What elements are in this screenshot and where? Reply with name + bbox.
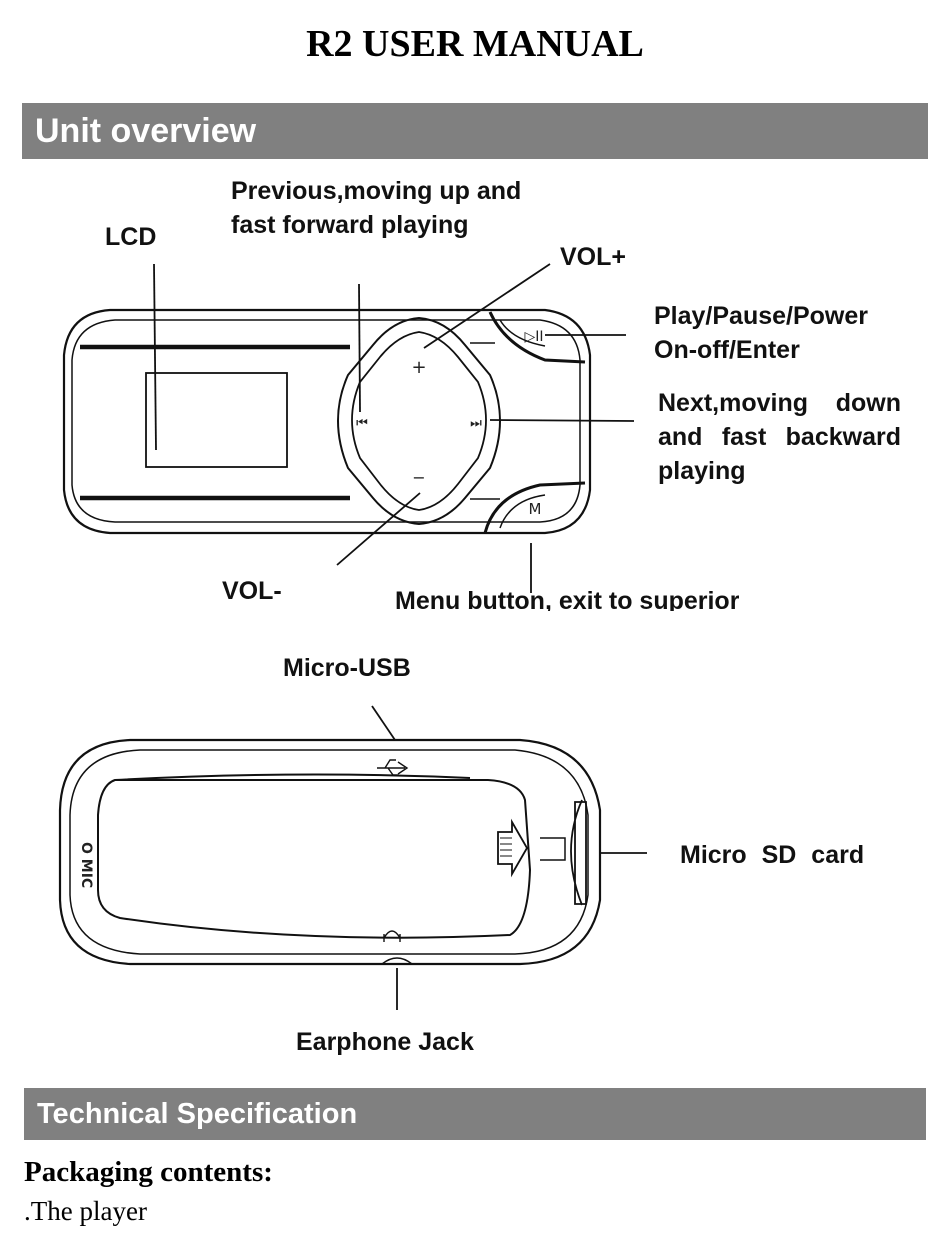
- document-title: R2 USER MANUAL: [306, 23, 644, 65]
- usb-icon: [377, 759, 409, 776]
- vol-plus-callout: [423, 263, 551, 349]
- player-body-outline: [62, 308, 592, 535]
- packaging-item: .The player: [24, 1196, 147, 1226]
- usb-callout: [371, 705, 396, 741]
- bottom-stripe: [80, 495, 350, 501]
- mic-mark: O MIC: [78, 842, 94, 888]
- minus-mark: −: [412, 468, 425, 487]
- next-callout: [489, 419, 635, 422]
- prev-callout: [358, 283, 361, 413]
- back-inner-outline: [69, 749, 589, 955]
- next-icon: ⏭: [470, 416, 482, 431]
- label-micro-sd: Micro SD card: [680, 841, 865, 869]
- label-vol-plus: VOL+: [560, 243, 626, 271]
- vol-minus-callout: [336, 492, 421, 566]
- headphone-icon: [383, 930, 401, 942]
- player-inner-outline: [71, 319, 581, 523]
- packaging-heading: Packaging contents:: [24, 1156, 273, 1188]
- label-earphone-jack: Earphone Jack: [296, 1028, 474, 1056]
- play-pause-icon: ▷II: [524, 329, 543, 345]
- plus-mark: +: [411, 357, 426, 378]
- back-body-outline: [58, 738, 602, 966]
- play-button-outline: [488, 311, 586, 364]
- back-panel: [97, 773, 532, 939]
- label-vol-minus: VOL-: [222, 577, 282, 605]
- section-title: Technical Specification: [37, 1098, 358, 1130]
- label-menu: Menu button, exit to superior: [395, 587, 740, 611]
- label-next: Next,moving down and fast backward playi…: [658, 389, 901, 485]
- menu-button-outline: [483, 481, 586, 534]
- front-view-diagram: + − ⏮ ⏭ ▷II M: [62, 263, 635, 593]
- lcd-callout: [153, 263, 157, 451]
- sd-arrow: [497, 818, 529, 878]
- back-view-diagram: O MIC: [58, 705, 647, 1010]
- label-play-pause: Play/Pause/Power On-off/Enter: [654, 302, 869, 364]
- top-stripe: [80, 344, 350, 350]
- section-header-technical-spec: Technical Specification: [24, 1088, 926, 1140]
- section-title: Unit overview: [35, 112, 257, 150]
- sd-card-icon: [570, 799, 587, 906]
- label-lcd: LCD: [105, 223, 157, 251]
- dpad-outer: [337, 316, 501, 526]
- label-micro-usb: Micro-USB: [283, 654, 411, 682]
- menu-mark: M: [529, 500, 542, 518]
- lcd-screen: [145, 372, 288, 468]
- prev-icon: ⏮: [356, 416, 368, 431]
- section-header-unit-overview: Unit overview: [22, 103, 928, 159]
- label-previous: Previous,moving up and fast forward play…: [231, 177, 522, 239]
